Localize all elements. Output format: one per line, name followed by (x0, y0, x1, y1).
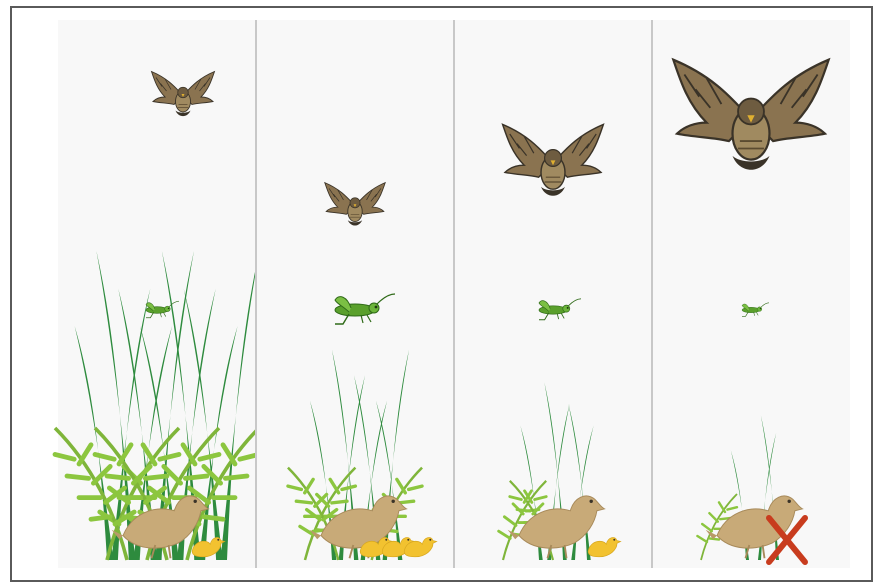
panel-1 (55, 20, 259, 568)
panel-3 (454, 20, 652, 568)
food-chain-panels (12, 8, 875, 584)
panel-2 (256, 20, 454, 568)
diagram-frame (10, 6, 873, 582)
panel-4 (652, 20, 850, 568)
panel-background (454, 20, 652, 568)
